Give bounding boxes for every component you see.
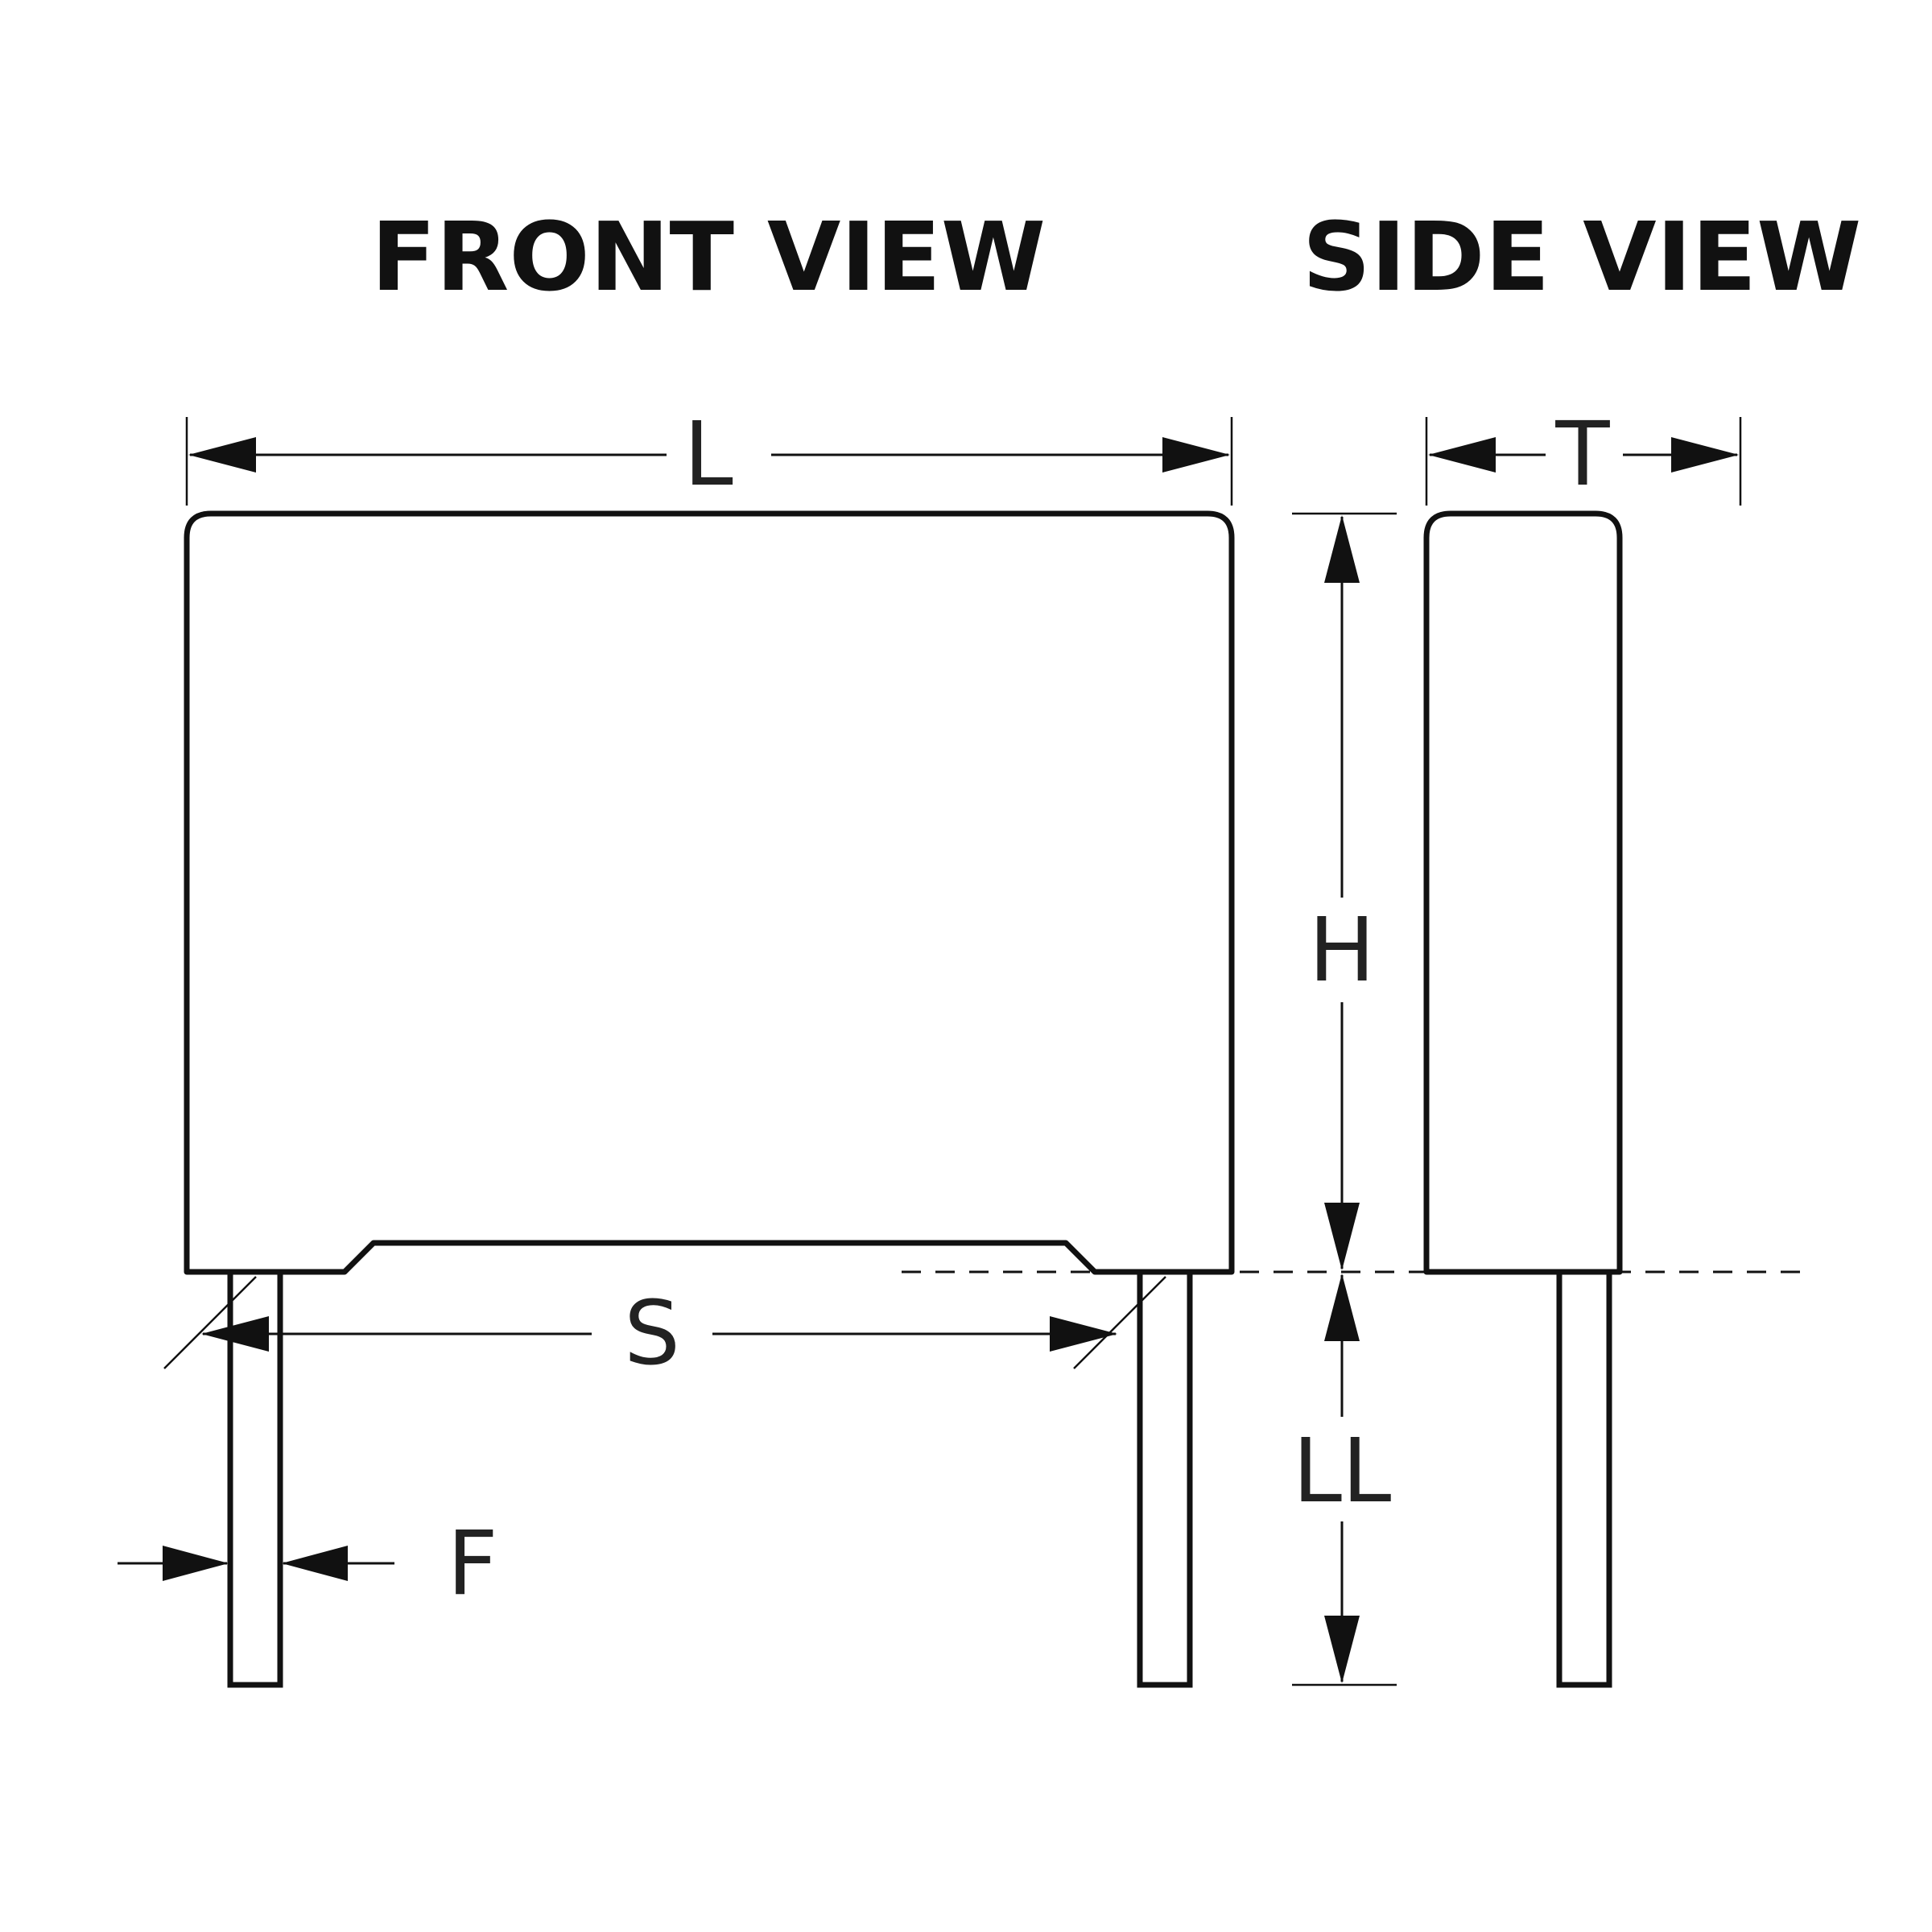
- lead-diameter-dimension: F: [118, 1512, 498, 1615]
- side-view-lead: [1556, 1269, 1612, 1688]
- front-view-title: FRONT VIEW: [371, 201, 1046, 312]
- lead-spacing-left-leader: [163, 1276, 257, 1369]
- length-label: L: [683, 402, 733, 506]
- thickness-label: T: [1554, 402, 1610, 506]
- thickness-dimension: T: [1425, 402, 1742, 506]
- thickness-arrow-left: [1428, 437, 1496, 473]
- side-view-title: SIDE VIEW: [1302, 201, 1862, 312]
- height-label: H: [1309, 898, 1376, 1001]
- lead-length-arrow-bottom: [1324, 1616, 1360, 1683]
- lead-spacing-dimension: S: [163, 1276, 1166, 1385]
- lead-spacing-arrow-left: [201, 1316, 269, 1352]
- thickness-arrow-right: [1671, 437, 1739, 473]
- front-right-lead: [1137, 1269, 1193, 1688]
- length-arrow-left: [188, 437, 256, 473]
- length-dimension: L: [185, 402, 1233, 506]
- side-view-body: [1423, 510, 1623, 1275]
- lead-diameter-label: F: [447, 1512, 497, 1615]
- lead-length-dimension: LL: [1292, 1274, 1397, 1686]
- lead-length-arrow-top: [1324, 1274, 1360, 1341]
- height-arrow-bottom: [1324, 1203, 1360, 1270]
- lead-spacing-right-leader: [1073, 1276, 1166, 1369]
- front-view-body: [184, 510, 1235, 1275]
- lead-diameter-arrow-right: [282, 1546, 348, 1581]
- length-arrow-right: [1162, 437, 1230, 473]
- lead-spacing-label: S: [624, 1282, 680, 1385]
- height-dimension: H: [1292, 512, 1397, 1270]
- height-arrow-top: [1324, 515, 1360, 583]
- lead-spacing-arrow-right: [1050, 1316, 1117, 1352]
- lead-diameter-arrow-left: [163, 1546, 229, 1581]
- lead-length-label: LL: [1293, 1419, 1392, 1522]
